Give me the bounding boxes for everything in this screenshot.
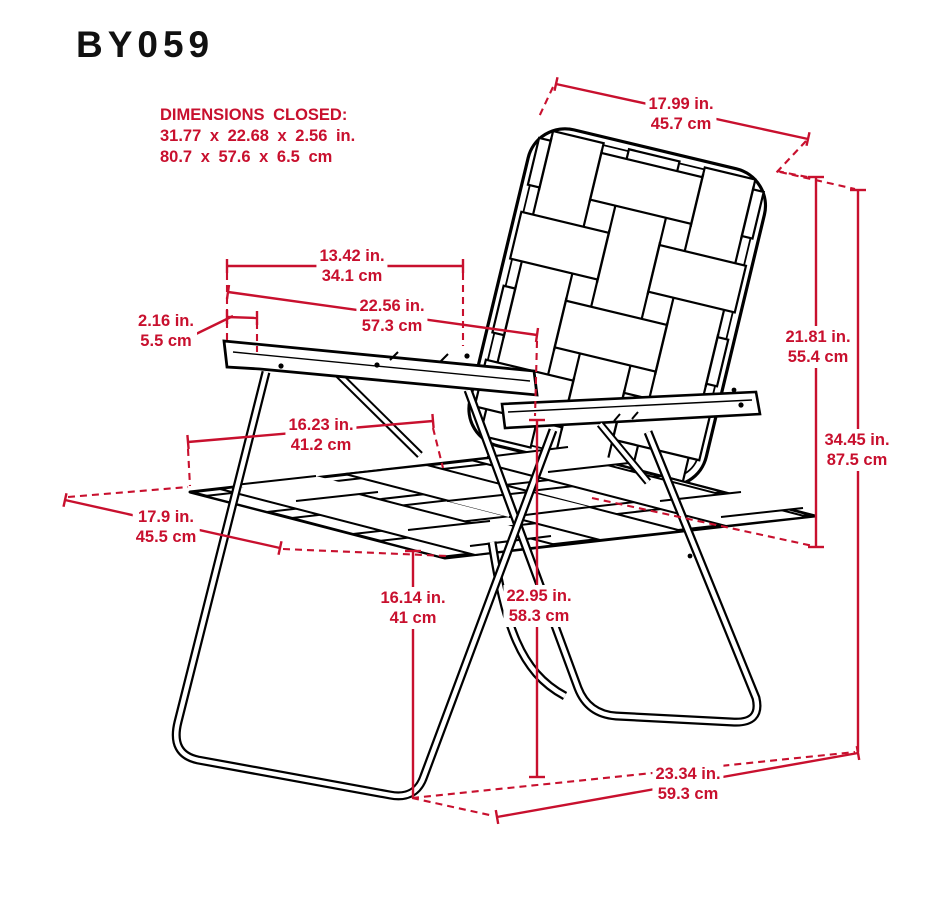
dimensions-closed-block: DIMENSIONS CLOSED: 31.77 x 22.68 x 2.56 … bbox=[160, 105, 355, 168]
label-seat-width: 16.23 in. 41.2 cm bbox=[285, 414, 357, 456]
label-armrest-tip: 2.16 in. 5.5 cm bbox=[135, 310, 197, 352]
label-back-height: 21.81 in. 55.4 cm bbox=[782, 326, 854, 368]
dimension-lines bbox=[62, 76, 866, 825]
back-weave-overlay bbox=[502, 137, 755, 443]
chair-seat bbox=[188, 446, 817, 560]
label-seat-depth: 17.9 in. 45.5 cm bbox=[132, 506, 200, 548]
dimensions-closed-cm: 80.7 x 57.6 x 6.5 cm bbox=[160, 148, 333, 166]
label-armrest-length: 22.56 in. 57.3 cm bbox=[356, 295, 428, 337]
dimensions-closed-heading: DIMENSIONS CLOSED: bbox=[160, 106, 348, 124]
near-armrest bbox=[222, 339, 539, 397]
rear-leg-frame bbox=[463, 387, 762, 727]
dim-armrest-tip bbox=[195, 310, 259, 336]
far-armrest bbox=[500, 390, 762, 430]
label-seat-height: 16.14 in. 41 cm bbox=[377, 587, 449, 629]
dimension-extension-lines bbox=[67, 86, 856, 818]
label-armrest-height: 22.95 in. 58.3 cm bbox=[503, 585, 575, 627]
label-base-depth: 23.34 in. 59.3 cm bbox=[652, 763, 724, 805]
label-back-top-width: 17.99 in. 45.7 cm bbox=[645, 93, 717, 135]
dimensions-closed-inches: 31.77 x 22.68 x 2.56 in. bbox=[160, 127, 356, 145]
dim-overall-height bbox=[850, 188, 866, 752]
label-armrest-span: 13.42 in. 34.1 cm bbox=[316, 245, 388, 287]
folding-chair-drawing bbox=[171, 127, 817, 801]
chair-back bbox=[467, 127, 768, 488]
model-number: BY059 bbox=[76, 24, 215, 65]
label-overall-height: 34.45 in. 87.5 cm bbox=[821, 429, 893, 471]
front-leg-frame bbox=[171, 370, 558, 801]
armrest-struts bbox=[333, 369, 652, 485]
